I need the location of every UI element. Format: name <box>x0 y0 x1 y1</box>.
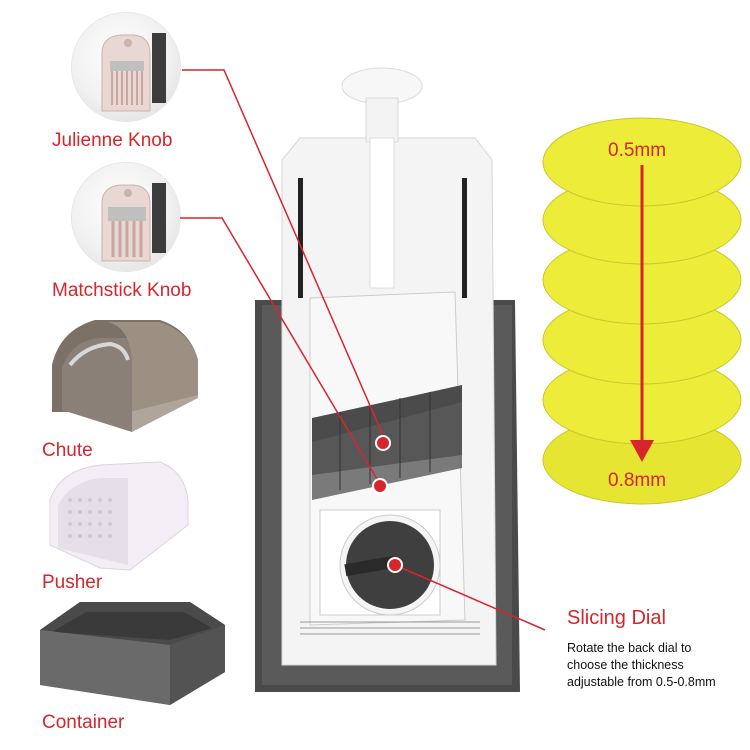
pusher-label: Pusher <box>42 572 103 593</box>
matchstick-knob-thumbnail <box>72 163 180 271</box>
slicing-dial-line-3: adjustable from 0.5-0.8mm <box>567 675 716 689</box>
dial-pointer-dot <box>387 557 403 573</box>
julienne-knob-thumbnail <box>72 13 180 121</box>
chute-label: Chute <box>42 440 93 461</box>
julienne-pointer-dot <box>375 435 391 451</box>
matchstick-knob-label: Matchstick Knob <box>52 280 192 301</box>
container-label: Container <box>42 712 125 733</box>
slicing-dial-line-2: choose the thickness <box>567 658 684 672</box>
julienne-knob-icon <box>101 33 166 112</box>
matchstick-knob-icon <box>101 183 166 262</box>
julienne-knob-label: Julienne Knob <box>52 130 173 151</box>
slicing-dial-line-1: Rotate the back dial to <box>567 641 692 655</box>
slicing-dial-title: Slicing Dial <box>567 607 666 629</box>
matchstick-pointer-dot <box>372 478 388 494</box>
thickness-max-label: 0.8mm <box>608 470 667 491</box>
thickness-min-label: 0.5mm <box>608 140 667 161</box>
